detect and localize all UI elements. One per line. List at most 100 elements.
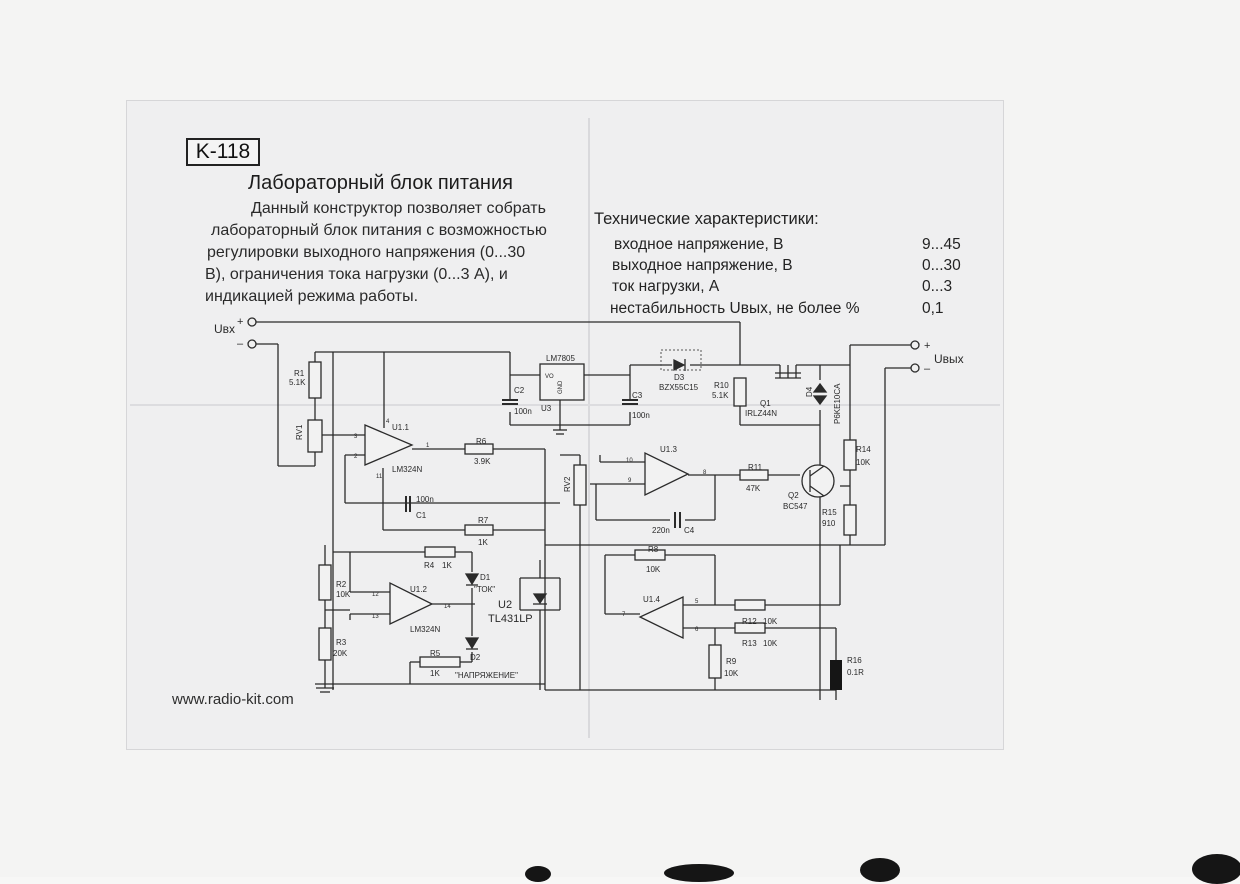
pin-number: 4: [386, 419, 390, 425]
pin-number: 14: [444, 604, 451, 610]
led-ref: D2: [470, 653, 481, 662]
component-ref: R7: [478, 516, 489, 525]
component-ref: D3: [674, 373, 685, 382]
pin-number: 9: [628, 478, 632, 484]
opamp-part: LM324N: [392, 465, 422, 474]
component-value: 10K: [336, 590, 351, 599]
input-voltage-label: Uвх: [214, 322, 235, 336]
pin-number: 10: [626, 458, 633, 464]
ic-ref: U2: [498, 599, 512, 611]
opamp-ref: U1.4: [643, 595, 660, 604]
kit-number-badge: K-118: [186, 138, 260, 166]
ic-part: TL431LP: [488, 613, 533, 625]
component-ref: C1: [416, 511, 427, 520]
component-value: 1K: [430, 669, 440, 678]
output-minus-label: –: [924, 363, 931, 375]
intro-paragraph: Данный конструктор позволяет собрать лаб…: [205, 198, 565, 308]
component-ref: R14: [856, 445, 871, 454]
regulator-lm7805: [539, 363, 585, 401]
intro-line: регулировки выходного напряжения (0...30: [207, 244, 526, 261]
led-label: "НАПРЯЖЕНИЕ": [455, 671, 518, 680]
opamp-u1-2: [389, 581, 434, 626]
component-ref: R8: [648, 545, 659, 554]
shunt-resistor: [830, 660, 842, 690]
pin-number: 7: [622, 612, 626, 618]
component-ref: R9: [726, 657, 737, 666]
component-ref: R16: [847, 656, 862, 665]
component-ref: R15: [822, 508, 837, 517]
intro-line: индикацией режима работы.: [205, 288, 419, 305]
opamp-ref: U1.1: [392, 423, 409, 432]
pin-number: 2: [354, 454, 358, 460]
spec-value: 9...45: [922, 236, 961, 253]
component-value: 100n: [514, 407, 532, 416]
component-value: 100n: [632, 411, 650, 420]
component-ref: Q2: [788, 491, 799, 500]
component-value: 10K: [763, 639, 778, 648]
output-plus-label: +: [924, 340, 930, 352]
component-part: BC547: [783, 502, 808, 511]
component-ref: R13: [742, 639, 757, 648]
component-value: 20K: [333, 649, 348, 658]
component-value: 1K: [442, 561, 452, 570]
spec-label: входное напряжение, В: [614, 236, 784, 253]
component-ref: R1: [294, 369, 305, 378]
pin-number: 13: [372, 614, 379, 620]
scan-artifact: [1192, 854, 1240, 884]
opamp-ref: U1.3: [660, 445, 677, 454]
spec-label: нестабильность Uвых, не более %: [610, 300, 860, 317]
component-part: BZX55C15: [659, 383, 699, 392]
spec-value: 0,1: [922, 300, 944, 317]
intro-line: Данный конструктор позволяет собрать: [251, 200, 546, 217]
scan-artifact: [860, 858, 900, 882]
regulator-pin-vo: VO: [545, 374, 554, 380]
component-ref: R2: [336, 580, 347, 589]
output-voltage-label: Uвых: [934, 352, 964, 366]
component-ref: R10: [714, 381, 729, 390]
component-value: 5.1K: [289, 378, 306, 387]
spec-row: нестабильность Uвых, не более % 0,1: [594, 300, 974, 322]
component-ref: Q1: [760, 399, 771, 408]
opamp-u1-4: [638, 595, 684, 640]
component-value: 5.1K: [712, 391, 729, 400]
spec-label: ток нагрузки, А: [612, 278, 720, 295]
regulator-part: LM7805: [546, 354, 575, 363]
component-value: 10K: [856, 458, 871, 467]
scan-artifact: [664, 864, 734, 882]
component-ref: R6: [476, 437, 487, 446]
intro-line: лабораторный блок питания с возможностью: [211, 222, 547, 239]
pin-number: 5: [695, 599, 699, 605]
component-value: 100n: [416, 495, 434, 504]
component-value: 47K: [746, 484, 761, 493]
component-ref: R11: [748, 463, 763, 472]
pin-number: 1: [426, 443, 430, 449]
component-ref: U3: [541, 404, 552, 413]
spec-row: выходное напряжение, В 0...30: [594, 257, 974, 279]
spec-row: ток нагрузки, А 0...3: [594, 278, 974, 300]
paper-fold-vertical: [588, 118, 590, 738]
component-value: 0.1R: [847, 668, 864, 677]
component-ref: R3: [336, 638, 347, 647]
component-value: 3.9K: [474, 457, 491, 466]
component-ref: RV2: [563, 476, 572, 492]
component-ref: RV1: [295, 424, 304, 440]
paper-fold-horizontal: [130, 404, 1000, 406]
component-ref: R5: [430, 649, 441, 658]
pin-number: 11: [376, 474, 383, 480]
spec-value: 0...30: [922, 257, 961, 274]
component-part: IRLZ44N: [745, 409, 777, 418]
component-value: 910: [822, 519, 836, 528]
website-link: www.radio-kit.com: [172, 691, 294, 708]
opamp-u1-1: [364, 424, 414, 466]
component-value: 1K: [478, 538, 488, 547]
component-ref: R12: [742, 617, 757, 626]
spec-row: входное напряжение, В 9...45: [594, 236, 974, 258]
component-ref: R4: [424, 561, 435, 570]
component-ref: C3: [632, 391, 643, 400]
component-part: P6KE10CA: [833, 383, 842, 424]
component-ref: C4: [684, 526, 695, 535]
document-title: Лабораторный блок питания: [248, 172, 513, 194]
component-value: 10K: [646, 565, 661, 574]
pin-number: 3: [354, 434, 358, 440]
